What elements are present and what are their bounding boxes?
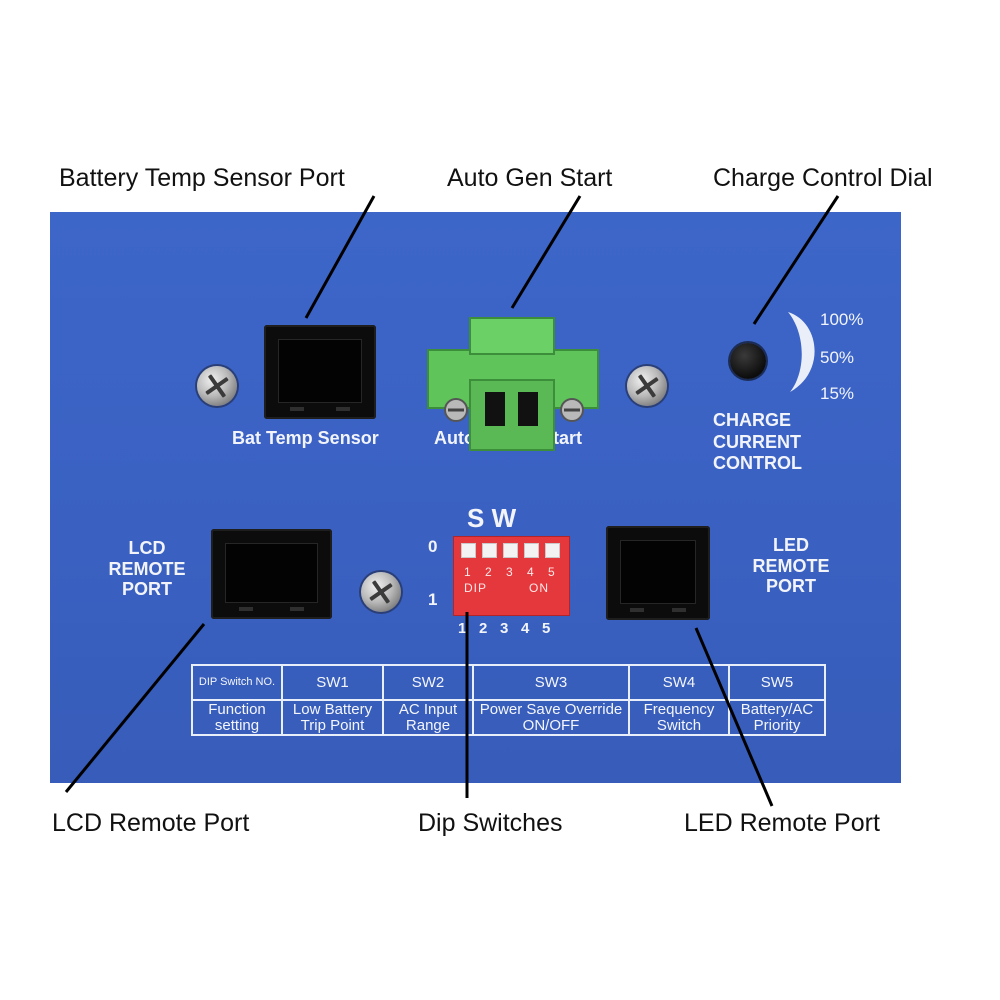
legend-function-row: Function setting Low Battery Trip Point …	[191, 699, 826, 736]
legend-header-row: DIP Switch NO. SW1 SW2 SW3 SW4 SW5	[191, 664, 826, 701]
legend-cell: Function setting	[191, 699, 283, 736]
legend-cell: SW3	[472, 664, 630, 701]
dip-chip-on: ON	[529, 581, 549, 595]
legend-cell: Frequency Switch	[628, 699, 730, 736]
dip-lever-3[interactable]	[503, 543, 518, 558]
leader-line-charge-dial	[752, 195, 840, 325]
leader-line-auto-gen	[510, 195, 582, 309]
led-remote-port[interactable]	[606, 526, 710, 620]
port-socket	[225, 543, 318, 603]
dip-switch-legend-table: DIP Switch NO. SW1 SW2 SW3 SW4 SW5 Funct…	[191, 664, 826, 736]
callout-dip-switches: Dip Switches	[418, 809, 563, 837]
dip-lever-2[interactable]	[482, 543, 497, 558]
leader-line-led-port	[694, 627, 774, 807]
legend-cell: Low Battery Trip Point	[281, 699, 384, 736]
dip-lever-4[interactable]	[524, 543, 539, 558]
dip-number-2: 2	[479, 620, 488, 637]
dip-number-1: 1	[458, 620, 467, 637]
dip-number-3: 3	[500, 620, 509, 637]
callout-auto-gen-start: Auto Gen Start	[447, 164, 613, 192]
dip-switch-block[interactable]: 1 2 3 4 5 DIP ON	[453, 536, 570, 616]
dip-lever-1[interactable]	[461, 543, 476, 558]
port-socket	[278, 339, 362, 403]
panel-screw-bottom	[361, 572, 401, 612]
legend-cell: SW1	[281, 664, 384, 701]
legend-cell: DIP Switch NO.	[191, 664, 283, 701]
legend-cell: Power Save Override ON/OFF	[472, 699, 630, 736]
dip-number-5: 5	[542, 620, 551, 637]
auto-gen-start-label-left: Auto	[434, 428, 475, 448]
callout-charge-control-dial: Charge Control Dial	[713, 164, 933, 192]
lcd-remote-port[interactable]	[211, 529, 332, 619]
dial-level-50: 50%	[820, 348, 855, 367]
terminal-block-body	[427, 317, 599, 451]
dip-chip-word: DIP	[464, 581, 488, 595]
callout-led-remote-port: LED Remote Port	[684, 809, 880, 837]
dip-position-0: 0	[428, 537, 438, 556]
dial-crescent	[788, 312, 815, 392]
dip-chip-number: 1	[464, 565, 471, 579]
dip-lever-5[interactable]	[545, 543, 560, 558]
led-remote-port-panel-label: LED REMOTE PORT	[752, 535, 830, 597]
bat-temp-sensor-label: Bat Temp Sensor	[232, 428, 379, 448]
dip-chip-number: 3	[506, 565, 513, 579]
dial-level-100: 100%	[820, 310, 864, 329]
charge-control-dial[interactable]	[730, 343, 766, 379]
dip-number-4: 4	[521, 620, 530, 637]
panel-screw-right	[627, 366, 667, 406]
dip-position-1: 1	[428, 590, 438, 609]
legend-cell: SW2	[382, 664, 474, 701]
dip-chip-number: 2	[485, 565, 492, 579]
lcd-remote-port-panel-label: LCD REMOTE PORT	[108, 538, 186, 600]
dip-chip-number: 5	[548, 565, 555, 579]
panel-screw-left	[197, 366, 237, 406]
sw-heading: S W	[467, 503, 517, 533]
legend-cell: Battery/AC Priority	[728, 699, 826, 736]
leader-line-lcd-port	[64, 623, 206, 793]
legend-cell: SW5	[728, 664, 826, 701]
auto-gen-start-label-right: tart	[553, 428, 583, 448]
dial-level-15: 15%	[820, 384, 855, 403]
dip-chip-number: 4	[527, 565, 534, 579]
port-socket	[620, 540, 696, 604]
leader-line-battery-temp	[304, 195, 376, 319]
legend-cell: AC Input Range	[382, 699, 474, 736]
charge-current-control-label: CHARGE CURRENT CONTROL	[713, 410, 802, 474]
callout-lcd-remote-port: LCD Remote Port	[52, 809, 250, 837]
callout-battery-temp-sensor-port: Battery Temp Sensor Port	[59, 164, 345, 192]
battery-temp-sensor-port[interactable]	[264, 325, 376, 419]
